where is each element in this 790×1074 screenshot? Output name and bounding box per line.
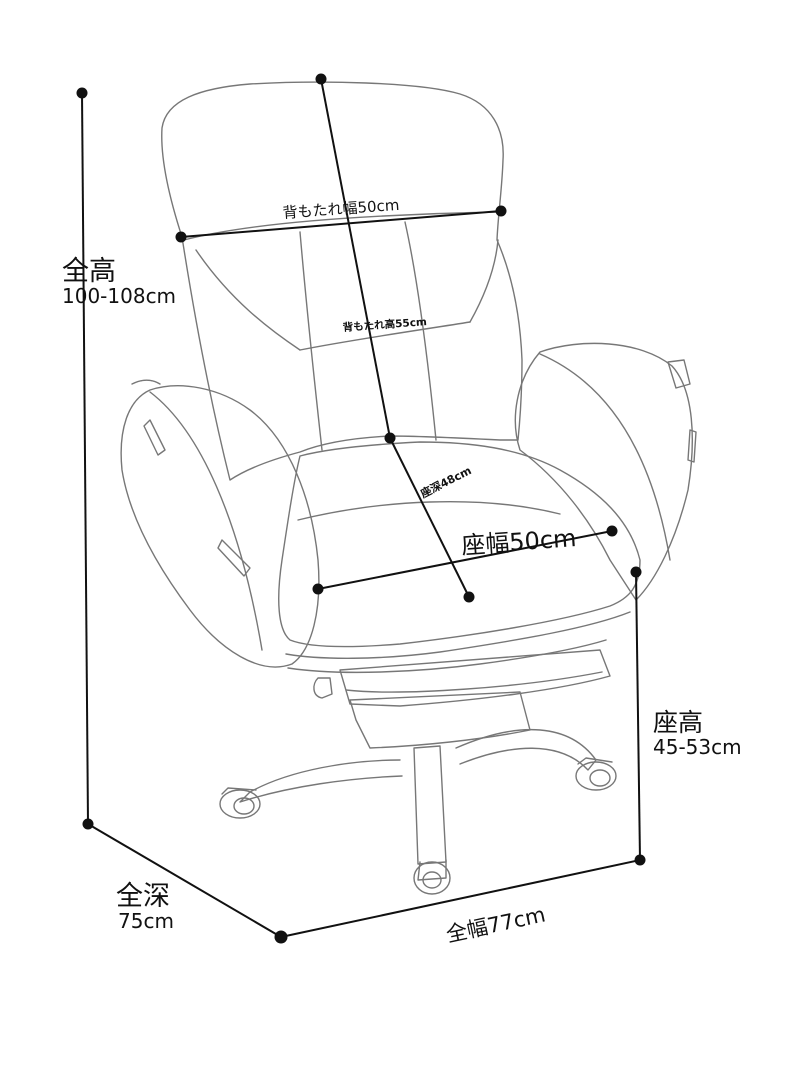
dimension-endpoints: [76, 73, 646, 944]
backrest-outline: [161, 81, 523, 481]
right-armrest-tab: [687, 429, 697, 463]
total-width-line: [280, 859, 641, 938]
backrest-height-label: 背もたれ高55cm: [342, 315, 427, 334]
left-armrest-strap: [131, 379, 161, 385]
lumbar-seam: [299, 321, 471, 351]
right-armrest: [514, 342, 693, 601]
endpoint-dot: [634, 854, 646, 866]
endpoint-dot: [495, 205, 507, 217]
seat-height-value: 45-53cm: [653, 735, 742, 759]
seat-mechanism: [349, 691, 531, 749]
endpoint-dot: [606, 525, 618, 537]
seat-depth-line: [389, 437, 470, 598]
backrest-panel-left: [299, 231, 323, 451]
backrest-width-line: [180, 210, 502, 238]
endpoint-dot: [630, 566, 642, 578]
seat-width-label: 座幅50cm: [460, 524, 577, 560]
footrest-front: [345, 671, 603, 693]
right-armrest-inner: [539, 353, 671, 561]
endpoint-dot: [76, 87, 88, 99]
seat-front-bottom: [287, 639, 607, 674]
left-armrest-inner: [149, 391, 263, 651]
backrest-height-line: [320, 78, 391, 439]
endpoint-dot: [274, 930, 288, 944]
seat-height-title: 座高: [653, 708, 703, 737]
total-height-title: 全高: [62, 256, 116, 287]
base-arm-front: [417, 859, 447, 881]
endpoint-dot: [384, 432, 396, 444]
total-height-line: [81, 92, 89, 825]
backrest-inner-left: [195, 249, 301, 351]
dimension-lines: [81, 78, 641, 938]
seat-depth-label: 座深48cm: [417, 463, 474, 501]
right-armrest-strap: [667, 359, 691, 389]
footrest-knob: [313, 677, 333, 699]
chair-illustration: [120, 81, 697, 895]
total-height-value: 100-108cm: [62, 284, 176, 308]
endpoint-dot: [175, 231, 187, 243]
caster-left: [219, 787, 261, 819]
left-armrest-handle: [143, 419, 166, 456]
total-depth-line: [87, 823, 282, 938]
seat-width-line: [317, 530, 613, 590]
seat-seam: [297, 500, 561, 521]
seat-height-line: [635, 571, 641, 861]
endpoint-dot: [312, 583, 324, 595]
footrest: [339, 649, 611, 707]
seat-front-edge: [285, 611, 631, 659]
gas-lift: [413, 745, 447, 865]
base-arm-right: [455, 728, 597, 771]
base-arm-left: [239, 759, 403, 803]
seat-cushion: [278, 441, 641, 648]
endpoint-dot: [463, 591, 475, 603]
headrest-seam: [183, 211, 499, 241]
left-armrest-tab: [217, 539, 251, 577]
caster-front: [413, 861, 451, 895]
backrest-inner-right: [469, 239, 499, 323]
left-armrest: [120, 385, 320, 668]
endpoint-dot: [82, 818, 94, 830]
backrest-panel-right: [404, 221, 437, 441]
total-width-label: 全幅77cm: [444, 902, 548, 946]
total-depth-value: 75cm: [118, 909, 174, 933]
caster-right: [575, 757, 617, 791]
endpoint-dot: [315, 73, 327, 85]
total-depth-title: 全深: [116, 881, 170, 912]
